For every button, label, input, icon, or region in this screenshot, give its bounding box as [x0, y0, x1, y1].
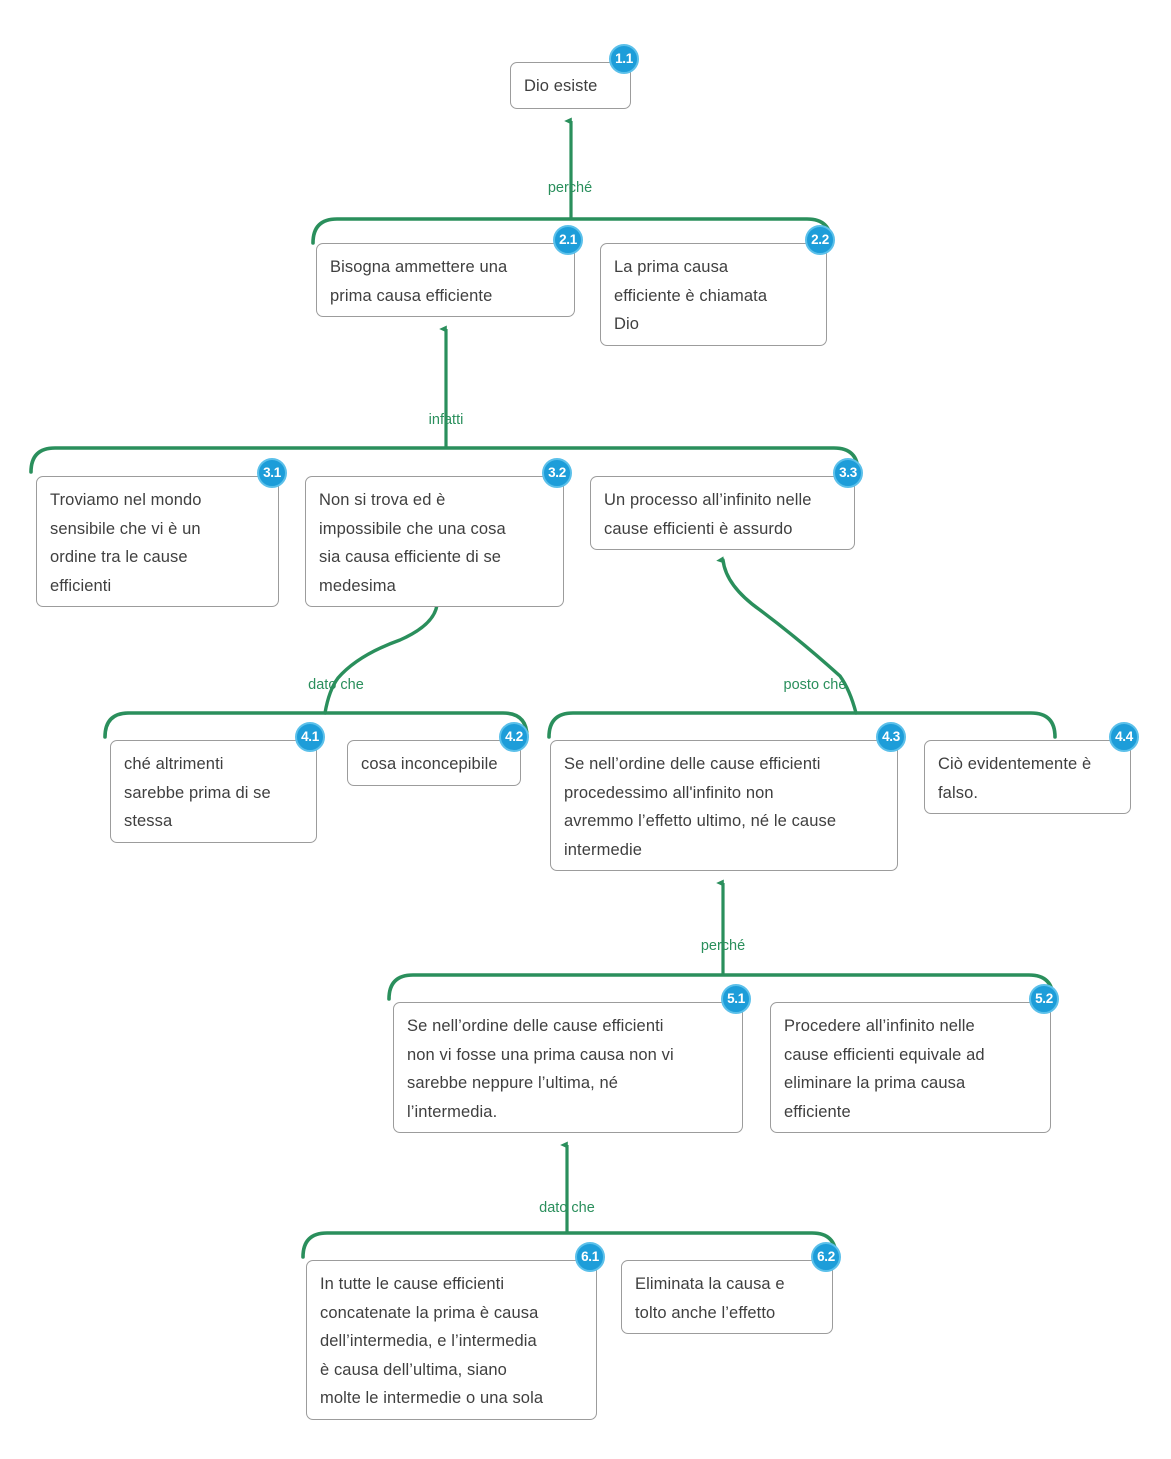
node-badge-2.2[interactable]: 2.2: [805, 225, 835, 255]
argument-node-6.2[interactable]: Eliminata la causa e tolto anche l’effet…: [621, 1260, 833, 1334]
edge-label-infatti-1: infatti: [428, 412, 464, 428]
edge-label-perche-1: perché: [547, 180, 593, 196]
edge-label-perche-2: perché: [700, 938, 746, 954]
argument-node-4.2[interactable]: cosa inconcepibile: [347, 740, 521, 786]
argument-node-4.4[interactable]: Ciò evidentemente è falso.: [924, 740, 1131, 814]
edge-label-dato-che-2: dato che: [539, 1200, 595, 1216]
node-badge-1.1[interactable]: 1.1: [609, 44, 639, 74]
argument-node-3.2[interactable]: Non si trova ed è impossibile che una co…: [305, 476, 564, 607]
group-bar-level3: [29, 446, 860, 474]
argument-node-4.1[interactable]: ché altrimenti sarebbe prima di se stess…: [110, 740, 317, 843]
node-badge-4.4[interactable]: 4.4: [1109, 722, 1139, 752]
edge-label-posto-che-1: posto che: [783, 677, 847, 693]
argument-node-3.1[interactable]: Troviamo nel mondo sensibile che vi è un…: [36, 476, 279, 607]
node-badge-4.1[interactable]: 4.1: [295, 722, 325, 752]
argument-node-3.3[interactable]: Un processo all’infinito nelle cause eff…: [590, 476, 855, 550]
node-badge-6.1[interactable]: 6.1: [575, 1242, 605, 1272]
edge-label-dato-che-1: dato che: [308, 677, 364, 693]
connector-4left-to-3-2: [323, 603, 439, 715]
node-badge-4.2[interactable]: 4.2: [499, 722, 529, 752]
node-badge-3.2[interactable]: 3.2: [542, 458, 572, 488]
node-badge-5.1[interactable]: 5.1: [721, 984, 751, 1014]
argument-node-5.1[interactable]: Se nell’ordine delle cause efficienti no…: [393, 1002, 743, 1133]
node-badge-4.3[interactable]: 4.3: [876, 722, 906, 752]
argument-node-1.1[interactable]: Dio esiste: [510, 62, 631, 109]
argument-node-4.3[interactable]: Se nell’ordine delle cause efficienti pr…: [550, 740, 898, 871]
node-badge-2.1[interactable]: 2.1: [553, 225, 583, 255]
node-badge-5.2[interactable]: 5.2: [1029, 984, 1059, 1014]
argument-node-2.1[interactable]: Bisogna ammettere una prima causa effici…: [316, 243, 575, 317]
node-badge-6.2[interactable]: 6.2: [811, 1242, 841, 1272]
argument-node-2.2[interactable]: La prima causa efficiente è chiamata Dio: [600, 243, 827, 346]
argument-node-5.2[interactable]: Procedere all’infinito nelle cause effic…: [770, 1002, 1051, 1133]
group-bar-level6: [301, 1231, 838, 1259]
node-badge-3.3[interactable]: 3.3: [833, 458, 863, 488]
group-bar-level4-right: [547, 711, 1057, 739]
node-badge-3.1[interactable]: 3.1: [257, 458, 287, 488]
argument-node-6.1[interactable]: In tutte le cause efficienti concatenate…: [306, 1260, 597, 1420]
